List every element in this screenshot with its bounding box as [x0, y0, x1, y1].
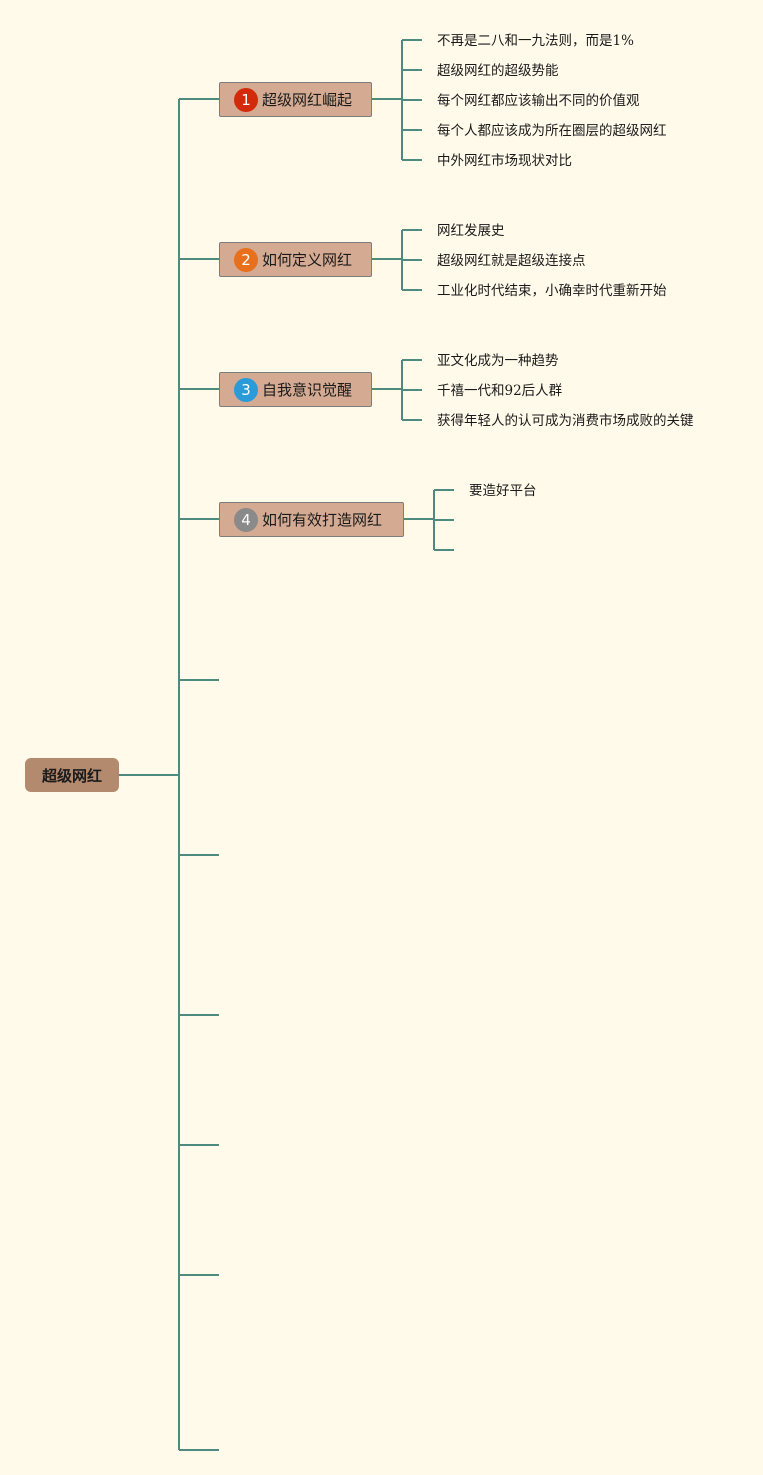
leaf-node[interactable]: 千禧一代和92后人群: [437, 383, 563, 399]
number-badge-icon: 1: [234, 87, 258, 112]
leaf-node[interactable]: 亚文化成为一种趋势: [437, 353, 559, 369]
branch-node-4[interactable]: 4 如何有效打造网红: [219, 502, 404, 537]
leaf-node[interactable]: 中外网红市场现状对比: [437, 153, 572, 169]
leaf-node[interactable]: 不再是二八和一九法则，而是1%: [437, 33, 634, 49]
branch-label: 如何定义网红: [262, 251, 353, 269]
branch-node-3[interactable]: 3 自我意识觉醒: [219, 372, 372, 407]
root-node[interactable]: 超级网红: [25, 758, 119, 792]
branch-node-2[interactable]: 2 如何定义网红: [219, 242, 372, 277]
number-badge-icon: 2: [234, 247, 258, 272]
leaf-node[interactable]: 网红发展史: [437, 223, 505, 239]
branch-label: 如何有效打造网红: [262, 511, 383, 529]
number-badge-icon: 4: [234, 507, 258, 532]
leaf-node[interactable]: 超级网红的超级势能: [437, 63, 559, 79]
root-label: 超级网红: [41, 766, 102, 785]
branch-label: 超级网红崛起: [262, 91, 353, 109]
leaf-node[interactable]: 每个网红都应该输出不同的价值观: [437, 93, 640, 109]
leaf-node[interactable]: 获得年轻人的认可成为消费市场成败的关键: [437, 413, 694, 429]
leaf-node[interactable]: 每个人都应该成为所在圈层的超级网红: [437, 123, 667, 139]
leaf-node[interactable]: 工业化时代结束，小确幸时代重新开始: [437, 283, 667, 299]
branch-node-1[interactable]: 1 超级网红崛起: [219, 82, 372, 117]
number-badge-icon: 3: [234, 377, 258, 402]
branch-label: 自我意识觉醒: [262, 381, 353, 399]
leaf-node[interactable]: 要造好平台: [469, 483, 537, 499]
leaf-node[interactable]: 超级网红就是超级连接点: [437, 253, 586, 269]
